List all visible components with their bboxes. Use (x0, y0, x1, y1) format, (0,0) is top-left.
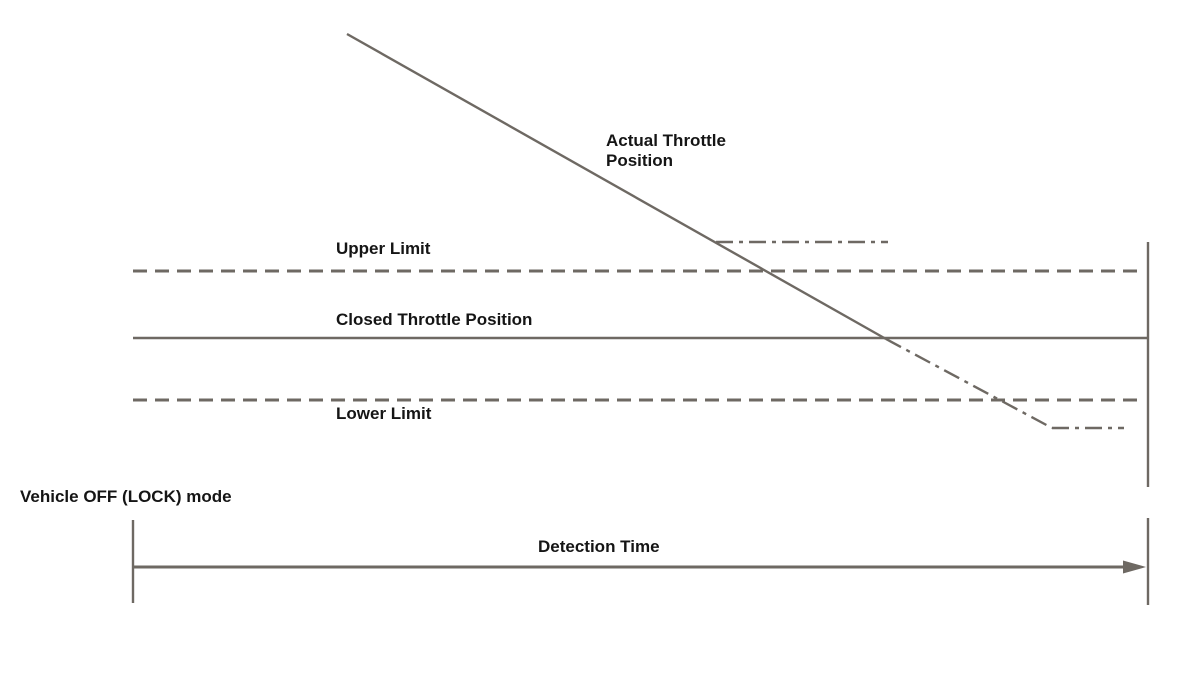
upper-limit-label: Upper Limit (336, 239, 431, 258)
vehicle-mode-label: Vehicle OFF (LOCK) mode (20, 487, 232, 506)
arrowhead-icon (1123, 560, 1146, 574)
actual-throttle-fall-dashdot-line (885, 337, 1053, 430)
closed-throttle-position-label: Closed Throttle Position (336, 310, 533, 329)
detection-time-label: Detection Time (538, 537, 660, 556)
actual-throttle-position-label: Actual Throttle Position (606, 131, 726, 170)
actual-throttle-line (346, 32, 887, 341)
lower-limit-label: Lower Limit (336, 404, 432, 423)
